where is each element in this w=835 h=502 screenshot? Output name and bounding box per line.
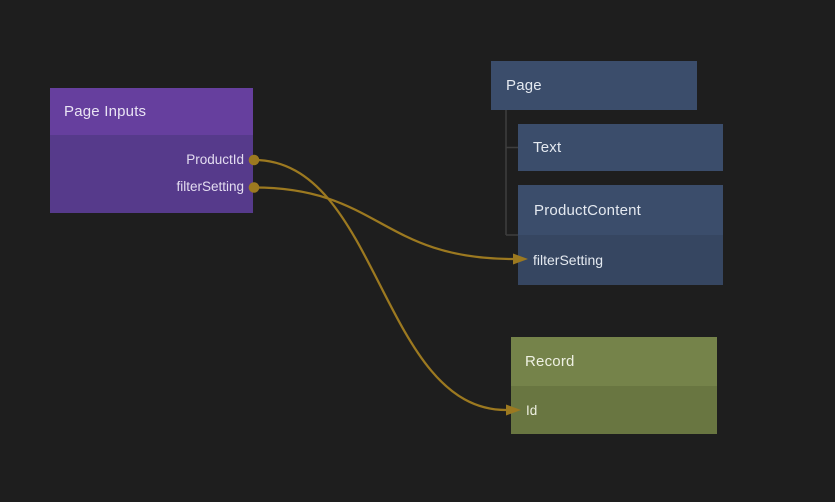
output-port-productid[interactable]: ProductId [50,146,253,173]
node-page-inputs-body: ProductId filterSetting [50,135,253,213]
wire-filtersetting-to-productcontent-filtersetting[interactable] [253,186,528,265]
node-product-content-header[interactable]: ProductContent [518,185,723,235]
input-row-id[interactable]: Id [511,386,717,434]
output-port-label: filterSetting [176,179,244,194]
wire-path [253,186,514,261]
node-page-inputs-header[interactable]: Page Inputs [50,88,253,135]
wire-path [253,158,507,412]
node-text-header[interactable]: Text [518,124,723,171]
node-product-content[interactable]: ProductContent filterSetting [518,185,723,285]
node-title: Record [525,353,575,370]
node-page-inputs[interactable]: Page Inputs ProductId filterSetting [50,88,253,213]
node-record-header[interactable]: Record [511,337,717,386]
input-row-label: Id [526,402,538,418]
input-row-label: filterSetting [533,252,604,268]
output-port-filtersetting[interactable]: filterSetting [50,173,253,200]
node-page[interactable]: Page [491,61,697,110]
output-port-label: ProductId [186,152,244,167]
node-title: Text [533,139,562,156]
node-title: Page [506,77,542,94]
node-record[interactable]: Record Id [511,337,717,434]
node-text[interactable]: Text [518,124,723,171]
node-title: ProductContent [534,201,642,219]
node-title: Page Inputs [64,103,147,120]
input-row-filtersetting[interactable]: filterSetting [518,235,723,285]
tree-connector-line [505,110,518,236]
wire-productid-to-record-id[interactable] [253,158,521,416]
node-page-header[interactable]: Page [491,61,697,110]
